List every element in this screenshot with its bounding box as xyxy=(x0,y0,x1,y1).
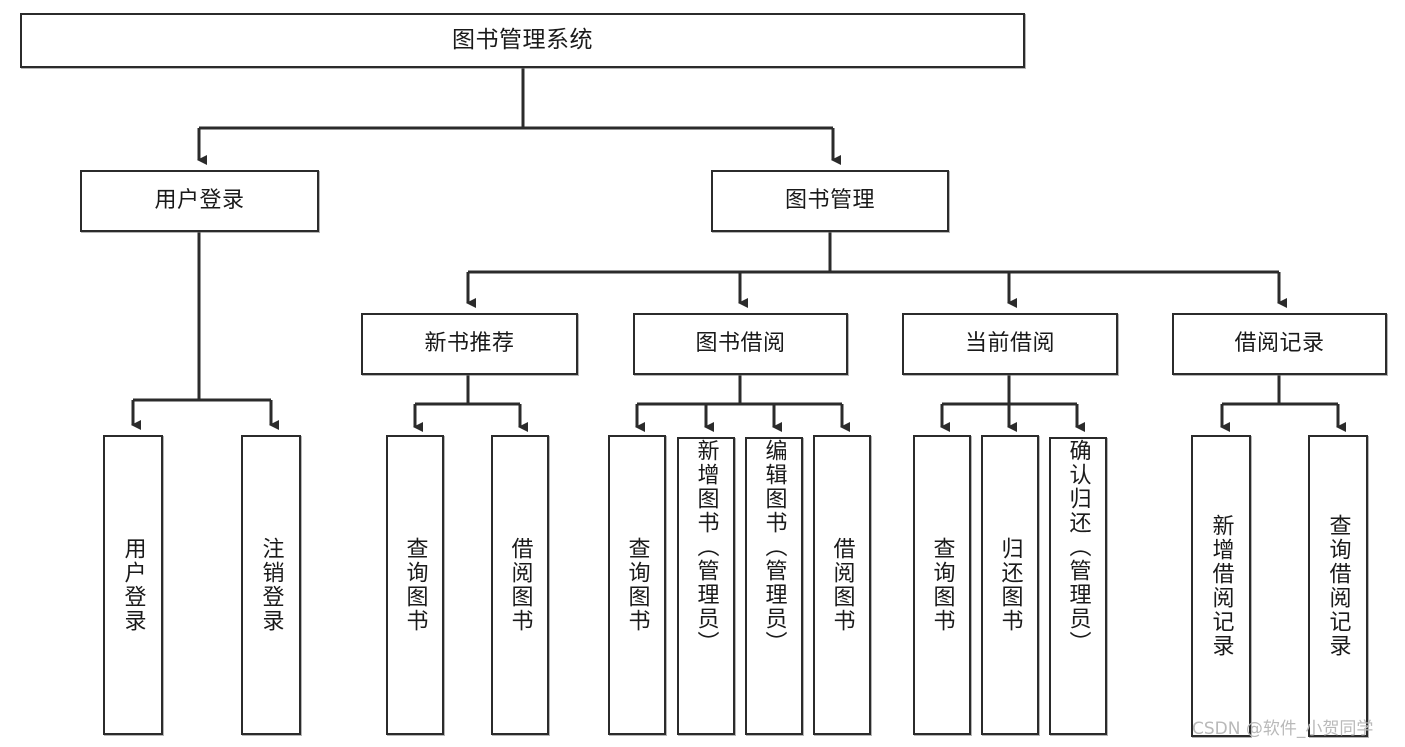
leaf-user-login-login[interactable]: 用户登录 xyxy=(103,435,163,735)
leaf-book-borrow-query-label: 查询图书 xyxy=(624,537,650,633)
leaf-book-borrow-add[interactable]: 新增图书（管理员） xyxy=(677,437,735,735)
leaf-new-book-borrow[interactable]: 借阅图书 xyxy=(491,435,549,735)
leaf-book-borrow-edit-label: 编辑图书（管理员） xyxy=(761,439,787,655)
node-book-management-label: 图书管理 xyxy=(784,188,875,214)
leaf-borrow-record-query[interactable]: 查询借阅记录 xyxy=(1308,435,1368,737)
leaf-new-book-borrow-label: 借阅图书 xyxy=(507,537,533,633)
node-borrow-record-label: 借阅记录 xyxy=(1234,331,1325,357)
node-root[interactable]: 图书管理系统 xyxy=(20,13,1025,68)
leaf-book-borrow-query[interactable]: 查询图书 xyxy=(608,435,666,735)
leaf-user-login-logout-label: 注销登录 xyxy=(258,537,284,633)
leaf-book-borrow-borrow-label: 借阅图书 xyxy=(829,537,855,633)
leaf-user-login-logout[interactable]: 注销登录 xyxy=(241,435,301,735)
leaf-user-login-login-label: 用户登录 xyxy=(120,537,146,633)
node-book-management[interactable]: 图书管理 xyxy=(711,170,949,232)
leaf-current-borrow-confirm-label: 确认归还（管理员） xyxy=(1065,439,1091,655)
leaf-current-borrow-query[interactable]: 查询图书 xyxy=(913,435,971,735)
node-book-borrow-label: 图书借阅 xyxy=(695,331,786,357)
leaf-book-borrow-borrow[interactable]: 借阅图书 xyxy=(813,435,871,735)
node-current-borrow-label: 当前借阅 xyxy=(964,331,1055,357)
leaf-borrow-record-add[interactable]: 新增借阅记录 xyxy=(1191,435,1251,737)
leaf-current-borrow-query-label: 查询图书 xyxy=(929,537,955,633)
leaf-book-borrow-edit[interactable]: 编辑图书（管理员） xyxy=(745,437,803,735)
leaf-new-book-query[interactable]: 查询图书 xyxy=(386,435,444,735)
node-new-book-recommend-label: 新书推荐 xyxy=(424,331,515,357)
node-book-borrow[interactable]: 图书借阅 xyxy=(633,313,848,375)
leaf-current-borrow-return-label: 归还图书 xyxy=(997,537,1023,633)
node-borrow-record[interactable]: 借阅记录 xyxy=(1172,313,1387,375)
csdn-watermark: CSDN @软件_小贺同学 xyxy=(1192,719,1374,739)
node-current-borrow[interactable]: 当前借阅 xyxy=(902,313,1118,375)
leaf-current-borrow-return[interactable]: 归还图书 xyxy=(981,435,1039,735)
leaf-borrow-record-add-label: 新增借阅记录 xyxy=(1208,514,1234,658)
node-user-login[interactable]: 用户登录 xyxy=(80,170,319,232)
leaf-current-borrow-confirm[interactable]: 确认归还（管理员） xyxy=(1049,437,1107,735)
leaf-borrow-record-query-label: 查询借阅记录 xyxy=(1325,514,1351,658)
leaf-book-borrow-add-label: 新增图书（管理员） xyxy=(693,439,719,655)
node-new-book-recommend[interactable]: 新书推荐 xyxy=(361,313,578,375)
leaf-new-book-query-label: 查询图书 xyxy=(402,537,428,633)
node-user-login-label: 用户登录 xyxy=(154,188,245,214)
node-root-label: 图书管理系统 xyxy=(452,26,593,53)
